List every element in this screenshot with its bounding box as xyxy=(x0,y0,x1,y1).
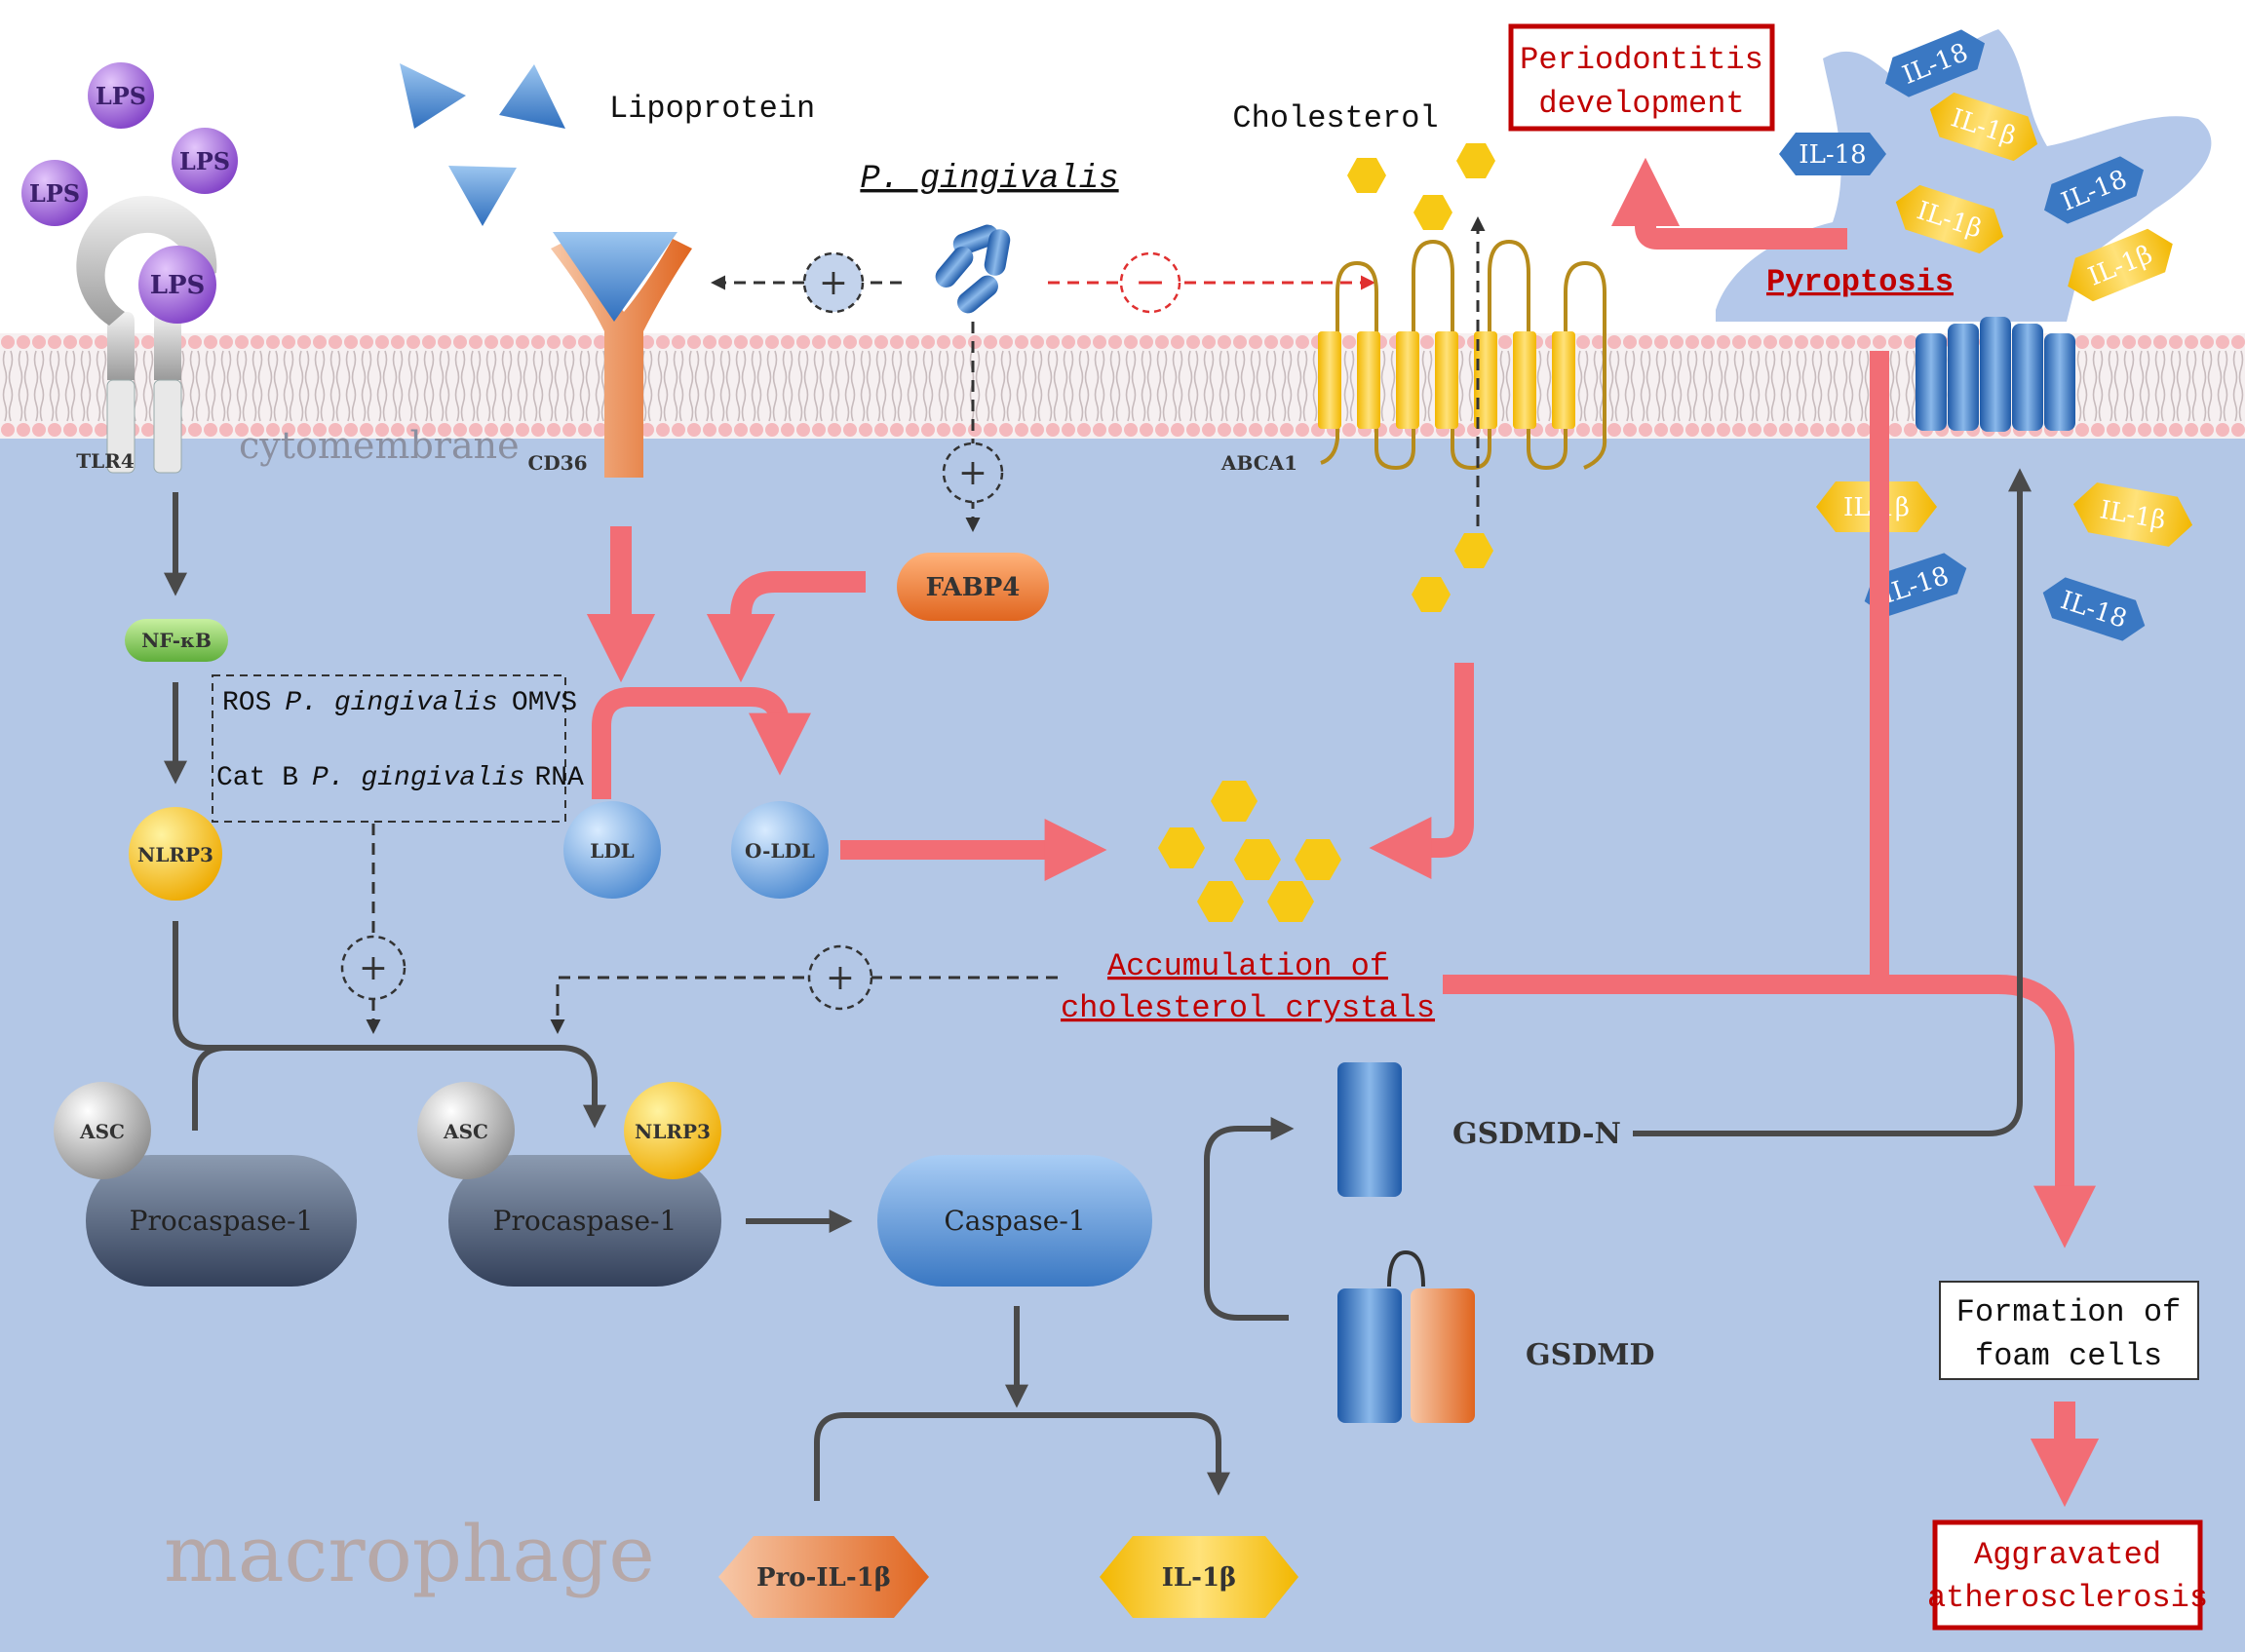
pro-il1b-label: Pro-IL-1β xyxy=(756,1563,891,1593)
gsdmd-n-node xyxy=(1337,1062,1402,1197)
asc-node xyxy=(54,1082,151,1179)
activator-dashed-box xyxy=(212,674,566,823)
plus-circle-cd36 xyxy=(802,251,865,314)
caspase1-node xyxy=(877,1155,1152,1287)
caspase1-label: Caspase-1 xyxy=(944,1205,1085,1237)
gsdmd-pore xyxy=(1916,317,2075,432)
plus-circle-inflammasome xyxy=(340,935,406,1001)
inflammasome-procaspase1-node xyxy=(448,1155,721,1287)
procaspase1-label: Procaspase-1 xyxy=(130,1205,314,1237)
arrow-cholesterol-to-crystals xyxy=(1369,663,1474,880)
foam-cells-label-1: Formation of xyxy=(1956,1294,2181,1330)
arrow-gsdmd-n-to-pore xyxy=(1633,468,2032,1136)
lps-ball: LPS xyxy=(88,62,154,129)
accumulation-label-1: Accumulation of xyxy=(1107,948,1388,984)
tlr4-receptor: LPS xyxy=(76,196,217,474)
periodontitis-label-1: Periodontitis xyxy=(1520,42,1763,78)
atherosclerosis-label-1: Aggravated xyxy=(1974,1537,2161,1573)
tlr4-label: TLR4 xyxy=(76,449,135,473)
atherosclerosis-box xyxy=(1932,1519,2203,1631)
cytokine-cluster-outside: IL-18 IL-18 IL-1β IL-1β IL-18 IL-1β xyxy=(1779,29,2173,302)
ldl-label: LDL xyxy=(590,839,634,863)
cd36-receptor xyxy=(551,232,692,478)
nlrp3-label: NLRP3 xyxy=(635,1120,711,1143)
plus-sign: + xyxy=(958,453,987,493)
cd36-label: CD36 xyxy=(527,451,587,475)
fabp4-node xyxy=(897,553,1049,621)
minus-sign: − xyxy=(1135,260,1166,303)
oldl-label: O-LDL xyxy=(745,839,815,863)
accumulation-label-2: cholesterol crystals xyxy=(1061,990,1435,1026)
lps-molecules: LPS LPS LPS xyxy=(21,62,238,226)
gsdmd-node xyxy=(1337,1249,1475,1423)
procaspase1-node xyxy=(86,1155,357,1287)
cholesterol-outside xyxy=(1347,143,1495,230)
oldl-node xyxy=(731,801,829,899)
il1b-label: IL-1β xyxy=(1162,1563,1237,1593)
svg-text:IL-18: IL-18 xyxy=(1799,140,1866,170)
bracket-il1b-processing xyxy=(814,1412,1230,1501)
gsdmd-n-label: GSDMD-N xyxy=(1452,1117,1621,1151)
nlrp3-node xyxy=(129,807,222,901)
cytomembrane-bilayer xyxy=(0,333,2245,439)
p-gingivalis-bacteria xyxy=(935,224,1011,314)
asc-label: ASC xyxy=(79,1120,125,1143)
lipoprotein-molecules xyxy=(400,63,565,226)
svg-text:LPS: LPS xyxy=(96,82,146,110)
nlrp3-label: NLRP3 xyxy=(137,843,213,866)
dashed-arrow-crystals-to-inflammasome xyxy=(550,976,1058,1034)
p-gingivalis-label: P. gingivalis xyxy=(860,161,1118,198)
il1b-node: IL-1β xyxy=(1100,1536,1298,1618)
foam-cells-box xyxy=(1939,1281,2199,1380)
lps-bound-label: LPS xyxy=(150,271,206,300)
asc-node xyxy=(417,1082,515,1179)
nfkb-node xyxy=(125,619,228,662)
cholesterol-crystals xyxy=(1158,781,1341,922)
procaspase1-label: Procaspase-1 xyxy=(493,1205,677,1237)
abca1-label: ABCA1 xyxy=(1220,451,1297,475)
plus-circle-crystals xyxy=(807,944,873,1011)
periodontitis-label-2: development xyxy=(1538,86,1744,122)
cytomembrane-label: cytomembrane xyxy=(239,424,520,467)
il18-token: IL-18 xyxy=(1779,133,1886,175)
connector-asc-procaspase xyxy=(192,1045,227,1131)
cholesterol-inside xyxy=(1412,533,1493,612)
nlrp3-node xyxy=(624,1082,721,1179)
macrophage-label: macrophage xyxy=(164,1509,655,1599)
minus-circle-abca1 xyxy=(1119,251,1181,314)
svg-text:LPS: LPS xyxy=(179,147,230,175)
plus-sign: + xyxy=(359,948,388,988)
ldl-node xyxy=(563,801,661,899)
foam-cells-label-2: foam cells xyxy=(1975,1338,2162,1374)
arrow-nlrp3-to-inflammasome xyxy=(173,921,606,1129)
asc-label: ASC xyxy=(443,1120,488,1143)
abca1-transporter xyxy=(1318,239,1607,471)
nfkb-label: NF-κB xyxy=(141,629,212,652)
arrow-ldl-to-oldl xyxy=(592,687,812,799)
pyroptosis-label: Pyroptosis xyxy=(1766,264,1954,300)
lipoprotein-label: Lipoprotein xyxy=(609,91,815,127)
plus-sign: + xyxy=(826,958,855,998)
atherosclerosis-label-2: atherosclerosis xyxy=(1927,1580,2208,1616)
arrow-fabp4-to-ldl xyxy=(706,571,866,683)
gsdmd-label: GSDMD xyxy=(1526,1338,1655,1372)
pro-il1b-node: Pro-IL-1β xyxy=(718,1536,929,1618)
lps-ball: LPS xyxy=(21,160,88,226)
plus-circle-fabp4 xyxy=(942,442,1004,504)
cholesterol-label: Cholesterol xyxy=(1232,100,1438,136)
arrow-crystals-to-foam-cells xyxy=(1443,975,2097,1249)
periodontitis-box xyxy=(1508,23,1775,132)
arrow-gsdmd-cleavage xyxy=(1204,1117,1295,1321)
arrow-pyroptosis-to-periodontitis xyxy=(1610,157,1847,250)
il1b-token: IL-1β xyxy=(1929,92,2038,162)
svg-text:LPS: LPS xyxy=(29,179,80,208)
il1b-token: IL-1β xyxy=(2072,482,2193,547)
lps-ball: LPS xyxy=(172,128,238,194)
fabp4-label: FABP4 xyxy=(926,573,1021,602)
plus-sign: + xyxy=(819,263,848,303)
